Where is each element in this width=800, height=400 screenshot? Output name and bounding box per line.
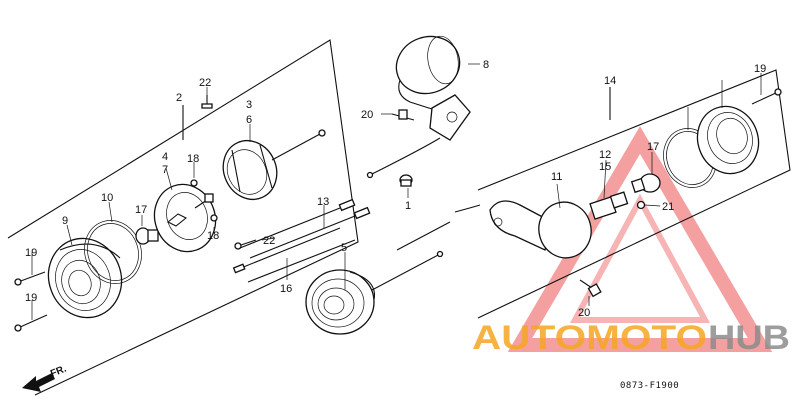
left-assembly-panel xyxy=(7,39,359,396)
wire-harness-13 xyxy=(239,198,371,259)
callout-1: 1 xyxy=(405,200,411,212)
screw-19-lower xyxy=(14,314,48,332)
watermark-text-hub: HUB xyxy=(708,319,790,357)
wire-harness-16 xyxy=(232,227,356,283)
callout-13: 13 xyxy=(317,196,329,208)
callout-19-lower: 19 xyxy=(25,292,37,304)
lens-left xyxy=(47,237,123,319)
leader-lines xyxy=(31,63,762,320)
screw-22-top xyxy=(201,95,213,109)
screw-22-center xyxy=(234,239,257,250)
front-direction-indicator: FR. xyxy=(22,363,68,392)
callout-15: 15 xyxy=(599,161,611,173)
drawing-code: 0873-F1900 xyxy=(620,381,679,391)
center-parts xyxy=(232,35,471,335)
callout-4: 4 xyxy=(162,151,168,163)
lens-right xyxy=(696,105,760,175)
callout-22-center: 22 xyxy=(263,235,275,247)
callout-9: 9 xyxy=(62,215,68,227)
front-arrow-icon xyxy=(22,373,55,392)
housing-case xyxy=(222,129,326,200)
callout-18-lower: 18 xyxy=(207,230,219,242)
bolt-20-lower xyxy=(579,279,602,298)
callout-12: 12 xyxy=(599,149,611,161)
wire-right xyxy=(396,221,451,251)
callout-20-upper: 20 xyxy=(361,109,373,121)
callout-7: 7 xyxy=(162,164,168,176)
headlight-bracket-lamp xyxy=(366,35,471,179)
callout-21: 21 xyxy=(662,201,674,213)
callout-17-right: 17 xyxy=(647,141,659,153)
bolt-20-upper xyxy=(391,109,415,121)
callout-11: 11 xyxy=(551,171,562,183)
callout-8: 8 xyxy=(483,59,489,71)
callout-14: 14 xyxy=(604,75,616,87)
screw-21 xyxy=(636,200,646,210)
bulb-right xyxy=(630,173,661,194)
callout-2: 2 xyxy=(176,92,182,104)
callout-22-top: 22 xyxy=(199,77,211,89)
callout-19-upper: 19 xyxy=(25,247,37,259)
grommet xyxy=(399,174,413,187)
front-label: FR. xyxy=(49,363,68,379)
callout-17-left: 17 xyxy=(135,204,147,216)
right-assembly-panel xyxy=(454,69,791,319)
screw-18-upper xyxy=(190,179,198,187)
callout-18-upper: 18 xyxy=(187,153,199,165)
stem-lamp xyxy=(454,200,592,259)
screw-19-right xyxy=(751,88,782,105)
callout-numbers: 1 2 3 4 5 6 7 8 9 10 11 12 13 14 15 16 1… xyxy=(25,59,766,319)
callout-20-lower: 20 xyxy=(578,307,590,319)
callout-6: 6 xyxy=(246,114,252,126)
screw-18-lower xyxy=(210,214,218,222)
screw-19-upper xyxy=(14,271,46,286)
callout-10: 10 xyxy=(101,192,113,204)
turn-signal-lamp xyxy=(305,250,444,335)
callout-19-right: 19 xyxy=(754,63,766,75)
watermark-text-automoto: AUTOMOTO xyxy=(472,319,707,357)
bulb-socket xyxy=(589,191,629,220)
watermark-text: AUTOMOTO HUB xyxy=(472,319,790,357)
callout-16: 16 xyxy=(280,283,292,295)
callout-3: 3 xyxy=(246,99,252,111)
socket-reflector xyxy=(153,183,217,253)
callout-5: 5 xyxy=(341,242,347,254)
bulb-left xyxy=(135,227,159,245)
